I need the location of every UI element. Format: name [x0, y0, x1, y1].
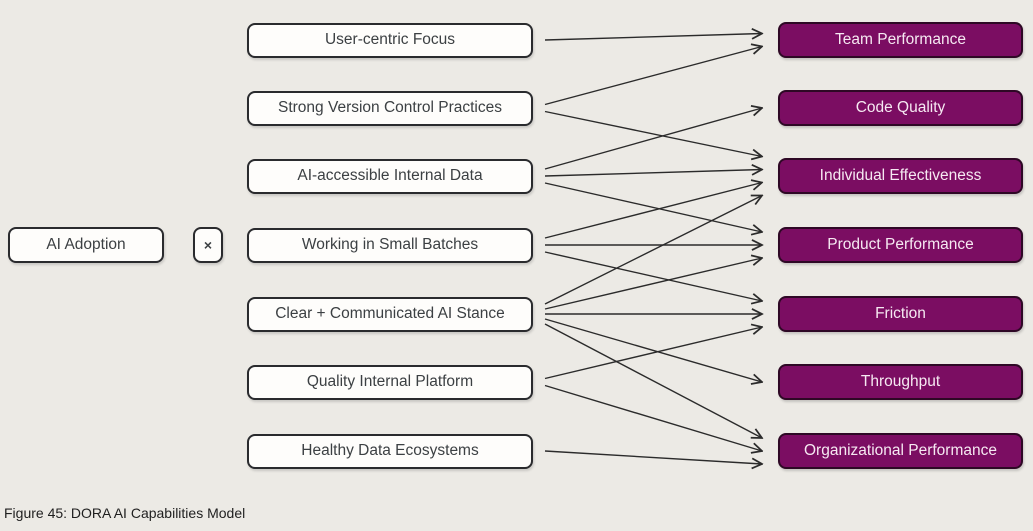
- outcome-label: Organizational Performance: [804, 442, 997, 459]
- capability-label: Clear + Communicated AI Stance: [275, 305, 505, 322]
- capability-label: AI-accessible Internal Data: [297, 167, 483, 184]
- capability-box: Quality Internal Platform: [247, 364, 533, 400]
- outcome-box: Individual Effectiveness: [778, 158, 1023, 194]
- arrow-4-to-5: [544, 318, 762, 382]
- outcome-box: Friction: [778, 296, 1023, 332]
- ai-adoption-box: AI Adoption: [8, 227, 164, 263]
- arrow-6-to-6: [544, 450, 762, 464]
- capability-label: User-centric Focus: [324, 31, 456, 48]
- arrow-4-to-3: [544, 258, 762, 310]
- capability-box: Working in Small Batches: [247, 227, 533, 263]
- capability-label: Quality Internal Platform: [306, 373, 474, 390]
- outcome-box: Throughput: [778, 364, 1023, 400]
- outcome-label: Friction: [875, 305, 926, 322]
- arrow-5-to-4: [544, 327, 762, 380]
- multiply-operator-box: ×: [193, 227, 223, 263]
- outcome-label: Team Performance: [835, 31, 966, 48]
- outcome-label: Code Quality: [855, 99, 946, 116]
- capability-label: Healthy Data Ecosystems: [301, 442, 479, 459]
- multiply-icon: ×: [203, 237, 213, 253]
- arrow-2-to-1: [544, 108, 762, 170]
- capability-box: Strong Version Control Practices: [247, 90, 533, 126]
- outcome-box: Product Performance: [778, 227, 1023, 263]
- capability-box: Clear + Communicated AI Stance: [247, 296, 533, 332]
- arrow-4-to-6: [544, 323, 762, 438]
- outcome-label: Throughput: [860, 373, 941, 390]
- capability-label: Strong Version Control Practices: [278, 99, 502, 116]
- ai-adoption-label: AI Adoption: [46, 236, 126, 253]
- arrow-3-to-4: [544, 251, 762, 301]
- outcome-box: Organizational Performance: [778, 433, 1023, 469]
- capability-box: Healthy Data Ecosystems: [247, 433, 533, 469]
- outcome-label: Product Performance: [827, 236, 974, 253]
- arrow-5-to-6: [544, 384, 762, 452]
- arrow-4-to-2: [544, 196, 762, 305]
- arrow-0-to-0: [544, 34, 762, 41]
- capability-label: Working in Small Batches: [301, 236, 479, 253]
- outcome-box: Code Quality: [778, 90, 1023, 126]
- arrow-3-to-2: [544, 183, 762, 239]
- arrow-1-to-2: [544, 110, 762, 157]
- capability-box: AI-accessible Internal Data: [247, 158, 533, 194]
- figure-caption: Figure 45: DORA AI Capabilities Model: [4, 505, 246, 521]
- arrow-2-to-3: [544, 182, 762, 232]
- capability-box: User-centric Focus: [247, 22, 533, 58]
- arrow-1-to-0: [544, 47, 762, 106]
- arrow-2-to-2: [544, 170, 762, 177]
- outcome-box: Team Performance: [778, 22, 1023, 58]
- outcome-label: Individual Effectiveness: [819, 167, 982, 184]
